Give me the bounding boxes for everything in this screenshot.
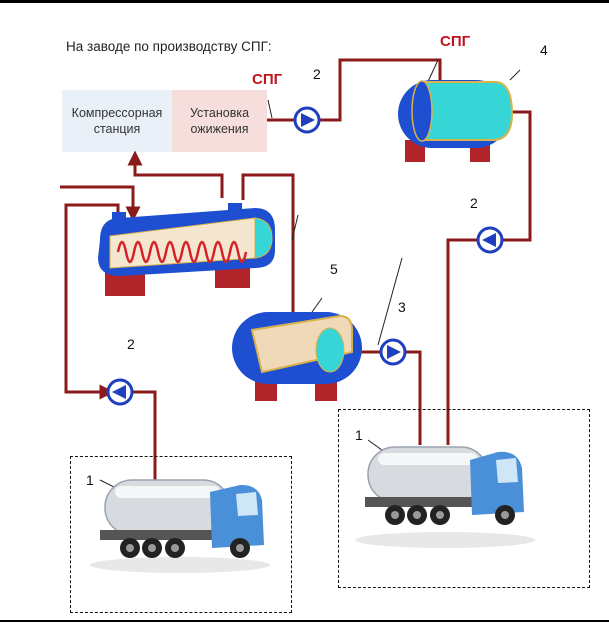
pipe-to-left-truck (133, 390, 157, 480)
diagram-title: На заводе по производству СПГ: (66, 39, 272, 54)
right-truck-zone (338, 409, 590, 588)
label-pump-mid: 3 (398, 299, 406, 315)
label-truck-right: 1 (355, 427, 363, 443)
left-truck-zone (70, 456, 292, 613)
pipe-gas-inlet (60, 185, 141, 222)
pipelines (60, 58, 532, 480)
lng-label-left: СПГ (252, 71, 283, 88)
tanker-truck-left (90, 479, 270, 573)
bottom-rule (0, 620, 609, 622)
pipe-to-right-truck (446, 238, 477, 445)
compressor-station-box: Компрессорная станция (62, 90, 172, 152)
heat-exchanger (98, 203, 275, 296)
exchanger-coil (116, 240, 248, 264)
lng-storage-tank (398, 80, 514, 162)
pump-left (106, 378, 134, 406)
label-pump-left: 2 (127, 336, 135, 352)
label-storage-tank: 4 (540, 42, 548, 58)
pipe-exchanger-to-tank (241, 173, 301, 356)
pipe-left-loop (64, 203, 120, 400)
pipe-storage-out (503, 110, 532, 242)
lng-label-top: СПГ (440, 33, 471, 50)
pipe-to-compressor (127, 150, 224, 198)
label-mid-tank: 5 (330, 261, 338, 277)
label-pump-right: 2 (470, 195, 478, 211)
tanker-truck-right (355, 446, 535, 548)
pump-top (293, 106, 321, 134)
liquefaction-unit-box: Установка ожижения (172, 90, 267, 152)
label-pump-top: 2 (313, 66, 321, 82)
pump-mid (379, 338, 407, 366)
pump-right (476, 226, 504, 254)
label-truck-left: 1 (86, 472, 94, 488)
intermediate-tank (232, 312, 362, 401)
pipe-to-storage (319, 58, 442, 122)
top-rule (0, 0, 609, 3)
pipe-right-truck-out (405, 350, 422, 445)
